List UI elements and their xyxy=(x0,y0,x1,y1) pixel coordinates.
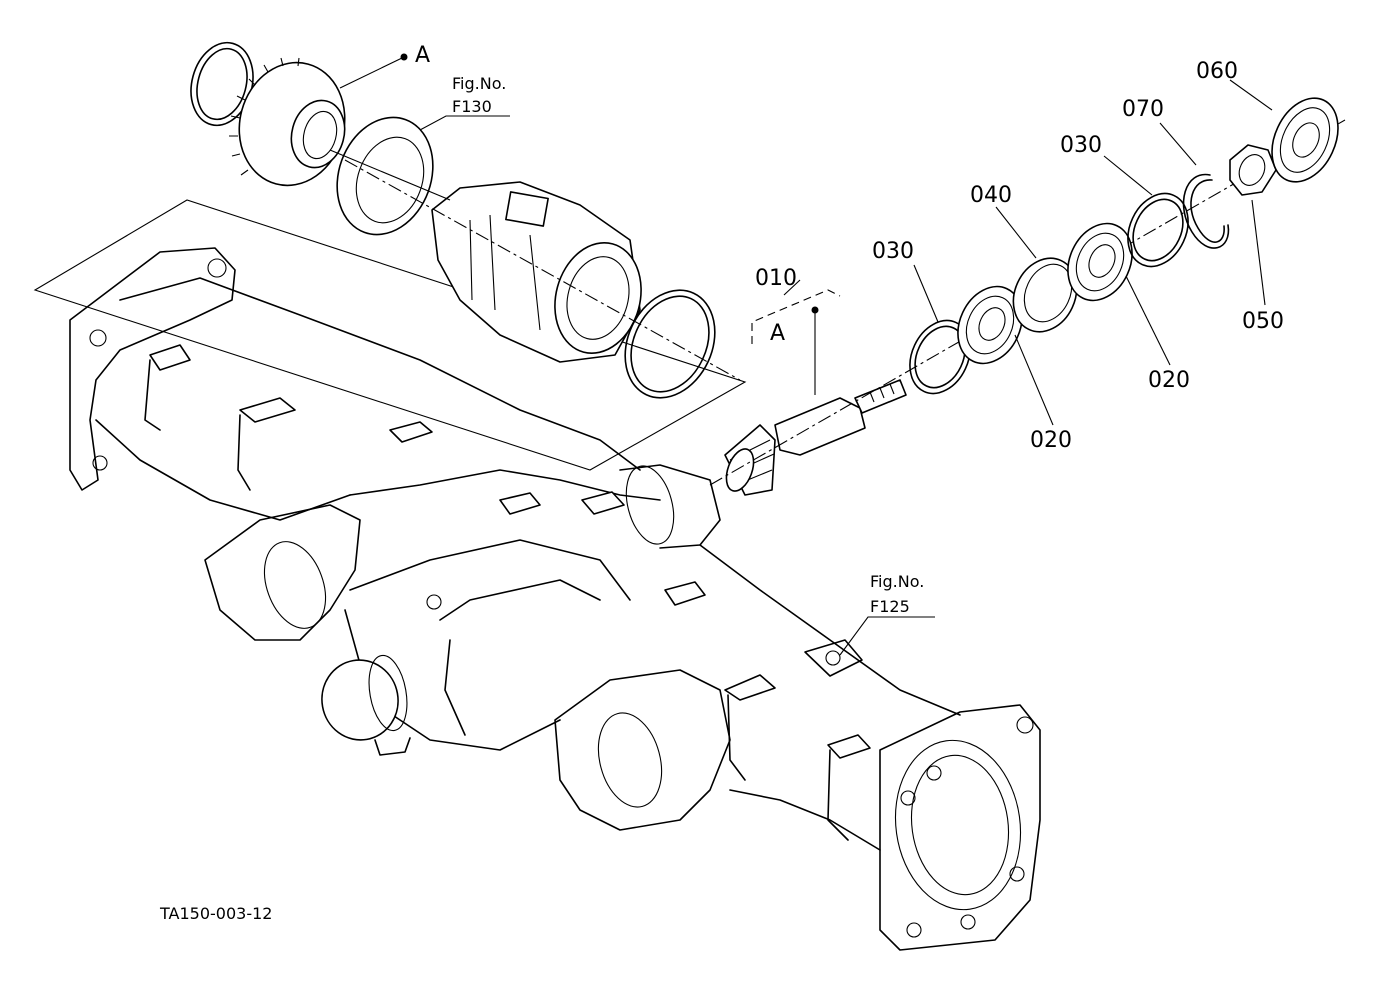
part-label-060: 060 xyxy=(1196,59,1238,84)
callout-a-top: A xyxy=(415,43,430,68)
part-label-070: 070 xyxy=(1122,97,1164,122)
bevel-pinion-shaft xyxy=(724,379,907,496)
fig-ref-f125-number: F125 xyxy=(870,597,910,616)
upper-axis-line xyxy=(344,159,741,381)
part-label-050: 050 xyxy=(1242,309,1284,334)
callout-a-shaft: A xyxy=(770,321,785,346)
part-label-020-right: 020 xyxy=(1148,368,1190,393)
part-label-020-left: 020 xyxy=(1030,428,1072,453)
part-label-040: 040 xyxy=(970,183,1012,208)
part-label-010: 010 xyxy=(755,266,797,291)
part-labels: A Fig.No. F130 010 A 030 020 040 020 030… xyxy=(159,43,1284,923)
differential-gear-set xyxy=(190,41,716,399)
fig-ref-f130-number: F130 xyxy=(452,97,492,116)
axle-housing xyxy=(69,247,1041,951)
upper-assembly-plane xyxy=(33,199,747,471)
leader-lines xyxy=(339,53,1273,656)
drawing-code: TA150-003-12 xyxy=(159,904,272,923)
part-label-030-left: 030 xyxy=(872,239,914,264)
fig-ref-f130-caption: Fig.No. xyxy=(452,74,506,93)
part-label-030-right: 030 xyxy=(1060,133,1102,158)
fig-ref-f125-caption: Fig.No. xyxy=(870,572,924,591)
pinion-shaft-parts xyxy=(909,97,1339,395)
